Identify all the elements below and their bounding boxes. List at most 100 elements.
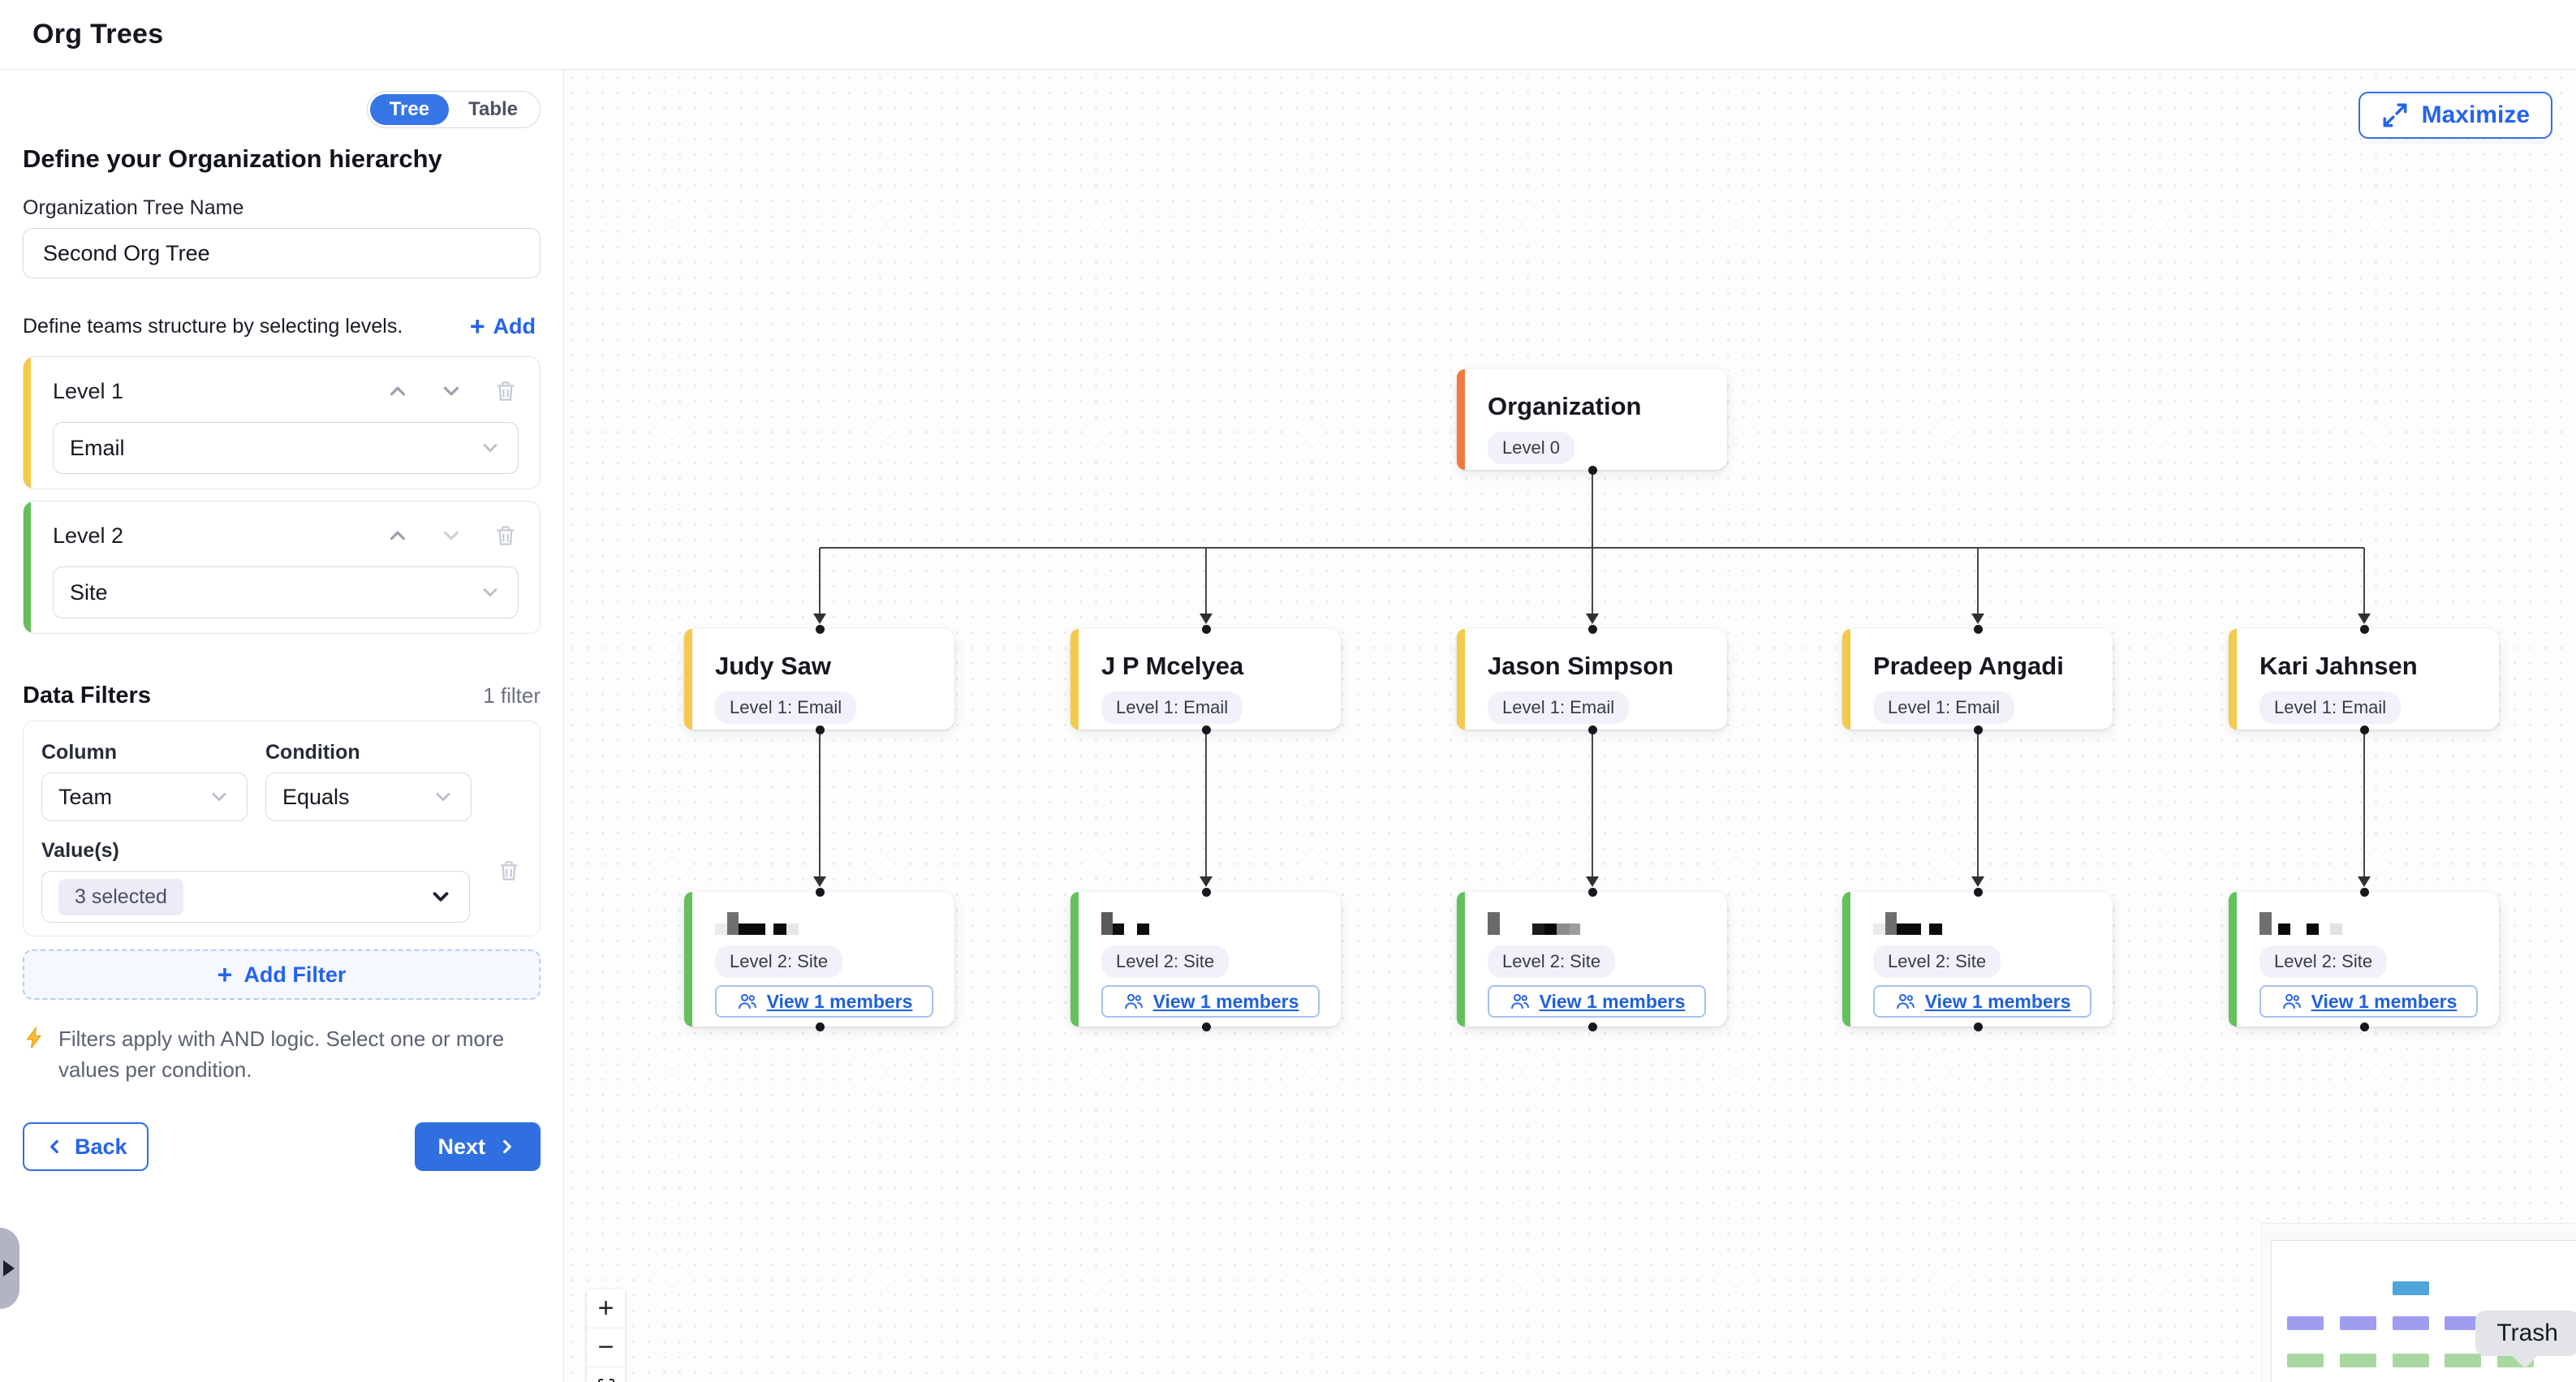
level-title: Level 1 — [53, 378, 124, 403]
connection-handle — [1587, 1022, 1597, 1031]
tree-name-input[interactable] — [23, 228, 541, 278]
node-level-badge: Level 1: Email — [1873, 691, 2015, 724]
move-level-down-button[interactable] — [439, 523, 463, 548]
level-card-2: Level 2 Site — [23, 501, 541, 634]
selected-count-chip: 3 selected — [58, 878, 183, 915]
edge-arrow-icon — [813, 876, 826, 887]
move-level-up-button[interactable] — [386, 379, 410, 403]
delete-level-button[interactable] — [493, 378, 519, 404]
members-icon — [1124, 993, 1143, 1010]
tree-name-label: Organization Tree Name — [23, 196, 244, 219]
node-title: J P Mcelyea — [1101, 652, 1244, 680]
members-icon — [738, 993, 756, 1010]
sidebar: Tree Table Define your Organization hier… — [0, 70, 564, 1382]
lightning-icon — [26, 1026, 42, 1048]
minimap-level2-node — [2393, 1354, 2429, 1367]
connection-handle — [1587, 887, 1597, 897]
level-column-select[interactable]: Email — [53, 422, 519, 474]
node-level-badge: Level 2: Site — [2259, 945, 2388, 978]
node-level-badge: Level 0 — [1488, 432, 1574, 464]
node-title: Organization — [1488, 392, 1642, 420]
maximize-button[interactable]: Maximize — [2358, 92, 2552, 139]
level-card-1: Level 1 Email — [23, 356, 541, 489]
condition-select[interactable]: Equals — [265, 773, 472, 821]
chevron-down-icon — [483, 588, 498, 596]
members-icon — [2282, 993, 2301, 1010]
view-members-button[interactable]: View 1 members — [1873, 985, 2091, 1018]
next-button[interactable]: Next — [415, 1122, 541, 1172]
condition-label: Condition — [265, 741, 360, 764]
redacted-name — [1873, 911, 2091, 935]
view-members-button[interactable]: View 1 members — [1488, 985, 1706, 1018]
values-label: Value(s) — [41, 839, 119, 862]
fit-view-icon — [597, 1378, 614, 1382]
fit-view-button[interactable] — [587, 1367, 625, 1382]
minimap-level1-node — [2445, 1316, 2481, 1330]
tree-view-toggle[interactable]: Tree — [369, 94, 450, 125]
edge-arrow-icon — [1200, 614, 1213, 624]
tree-edge — [1592, 733, 1593, 878]
level-title: Level 2 — [53, 523, 124, 548]
values-multiselect[interactable]: 3 selected — [41, 871, 470, 923]
view-members-button[interactable]: View 1 members — [1101, 985, 1320, 1018]
redacted-name — [1101, 911, 1320, 935]
page-header: Org Trees — [0, 0, 2576, 70]
column-label: Column — [41, 741, 118, 764]
sidebar-drawer-handle[interactable] — [0, 1228, 19, 1309]
edge-arrow-icon — [1586, 614, 1599, 624]
minimap-level2-node — [2340, 1354, 2376, 1367]
filter-count: 1 filter — [483, 683, 541, 708]
node-title: Pradeep Angadi — [1873, 652, 2064, 680]
level-column-select[interactable]: Site — [53, 566, 519, 618]
minimap-level1-node — [2287, 1316, 2324, 1330]
filter-card: Column Team Condition Equals Value(s) 3 … — [23, 721, 541, 936]
table-view-toggle[interactable]: Table — [449, 94, 537, 125]
delete-level-button[interactable] — [493, 523, 519, 549]
minimap[interactable] — [2262, 1224, 2576, 1382]
move-level-up-button[interactable] — [386, 523, 410, 548]
plus-icon: + — [469, 312, 485, 341]
add-level-button[interactable]: + Add — [465, 312, 541, 340]
minimap-level1-node — [2393, 1316, 2429, 1330]
view-toggle: Tree Table — [23, 91, 541, 128]
connection-handle — [1201, 1022, 1211, 1031]
column-select[interactable]: Team — [41, 773, 248, 821]
zoom-out-button[interactable]: − — [587, 1328, 625, 1367]
move-level-down-button[interactable] — [439, 379, 463, 403]
connection-handle — [1201, 887, 1211, 897]
zoom-in-button[interactable]: + — [587, 1289, 625, 1328]
back-button[interactable]: Back — [23, 1122, 149, 1172]
hierarchy-heading: Define your Organization hierarchy — [23, 144, 442, 173]
expand-icon — [2383, 103, 2407, 127]
connection-handle — [1587, 725, 1597, 734]
connection-handle — [815, 1022, 825, 1031]
connection-handle — [1973, 887, 1983, 897]
view-members-button[interactable]: View 1 members — [715, 985, 933, 1018]
chevron-down-icon — [443, 386, 459, 396]
connection-handle — [2359, 887, 2369, 897]
connection-handle — [2359, 624, 2369, 634]
connection-handle — [815, 725, 825, 734]
connection-handle — [815, 887, 825, 897]
view-members-button[interactable]: View 1 members — [2259, 985, 2478, 1018]
delete-filter-button[interactable] — [496, 858, 522, 884]
add-filter-button[interactable]: + Add Filter — [23, 949, 541, 1000]
node-level-badge: Level 1: Email — [715, 691, 857, 724]
minimap-level2-node — [2445, 1354, 2481, 1367]
chevron-left-icon — [50, 1140, 58, 1154]
connection-handle — [1201, 624, 1211, 634]
minimap-root-node — [2393, 1281, 2429, 1295]
